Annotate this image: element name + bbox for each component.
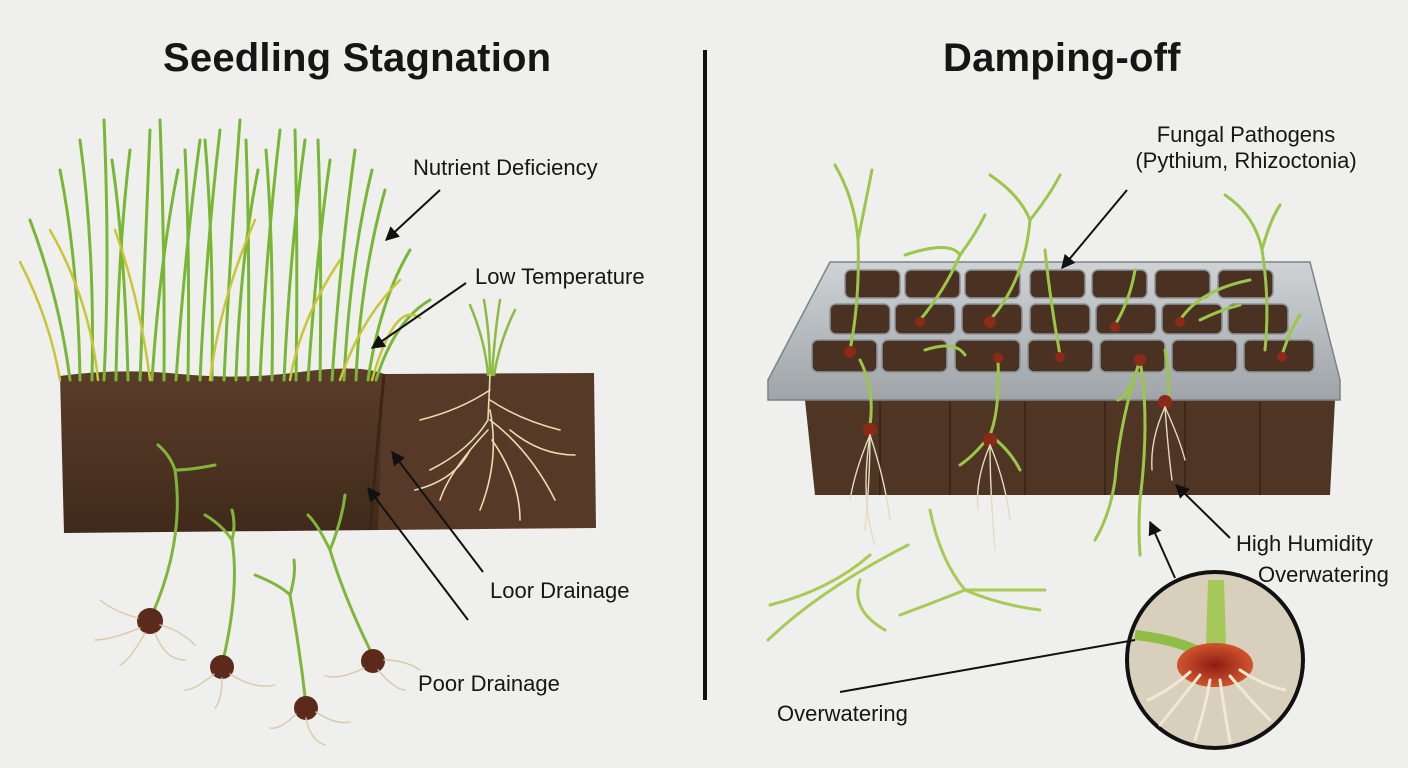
dense-grass: [20, 120, 430, 380]
label-fungal-pathogens-line2: (Pythium, Rhizoctonia): [1110, 148, 1382, 174]
soil-block-main: [60, 368, 384, 533]
seedling-tray: [768, 262, 1340, 495]
label-loor-drainage: Loor Drainage: [490, 578, 629, 604]
left-title: Seedling Stagnation: [163, 36, 551, 81]
right-title: Damping-off: [943, 36, 1181, 81]
label-humidity-overwatering: Overwatering: [1258, 562, 1389, 588]
label-low-temperature: Low Temperature: [475, 264, 645, 290]
label-fungal-pathogens-line1: Fungal Pathogens: [1110, 122, 1382, 148]
label-nutrient-deficiency: Nutrient Deficiency: [413, 155, 598, 181]
label-fungal-pathogens: Fungal Pathogens (Pythium, Rhizoctonia): [1110, 122, 1382, 174]
root-lesion-inset: [1127, 572, 1303, 748]
label-high-humidity: High Humidity: [1236, 531, 1373, 557]
label-overwatering: Overwatering: [777, 701, 908, 727]
soil-block-side: [378, 373, 596, 530]
label-poor-drainage: Poor Drainage: [418, 671, 560, 697]
